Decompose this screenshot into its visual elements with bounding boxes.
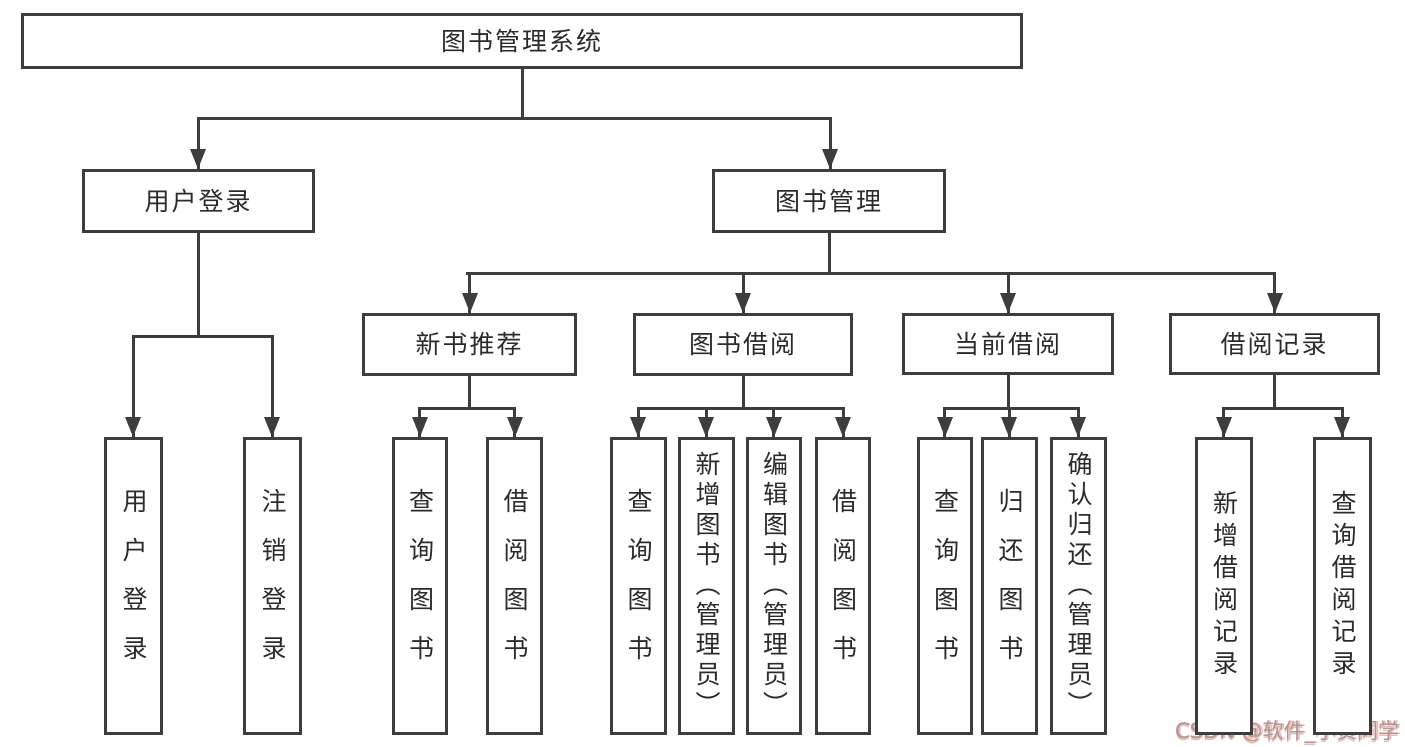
connector-line [742,376,745,407]
arrowhead-down-icon [735,293,751,313]
arrowhead-down-icon [1267,293,1283,313]
arrowhead-down-icon [462,293,478,313]
leaf-return-book-label: 归还图书 [995,488,1024,684]
arrowhead-down-icon [412,417,428,437]
arrowhead-down-icon [698,417,714,437]
leaf-borrow-book-label: 借阅图书 [828,488,858,684]
node-user-login-label: 用户登录 [144,186,253,216]
arrowhead-down-icon [835,417,851,437]
node-library-management-system-label: 图书管理系统 [440,26,603,56]
leaf-query-borrow-record: 查询借阅记录 [1313,437,1372,735]
node-borrow-records-label: 借阅记录 [1220,329,1329,359]
node-new-book-recommend-label: 新书推荐 [415,330,524,359]
arrowhead-down-icon [507,417,523,437]
node-library-management-system: 图书管理系统 [21,13,1023,69]
leaf-return-book: 归还图书 [981,437,1038,735]
arrowhead-down-icon [1001,417,1017,437]
connector-line [1273,374,1276,407]
leaf-user-login-label: 用户登录 [119,488,148,684]
arrowhead-down-icon [1000,293,1016,313]
leaf-query-book-borrow: 查询图书 [610,437,667,735]
connector-line [418,407,516,410]
connector-line [197,117,832,120]
arrowhead-down-icon [1334,417,1350,437]
arrowhead-down-icon [190,149,206,169]
connector-line [132,335,135,437]
node-book-borrow: 图书借阅 [633,313,853,376]
arrowhead-down-icon [766,417,782,437]
leaf-query-book-recommend: 查询图书 [392,437,448,735]
arrowhead-down-icon [937,417,953,437]
leaf-logout-login: 注销登录 [243,437,302,735]
leaf-query-book-borrow-label: 查询图书 [624,488,653,684]
node-book-management-label: 图书管理 [774,186,883,216]
connector-line [742,272,745,313]
connector-line [1222,407,1343,410]
connector-line [468,376,471,407]
connector-line [1007,272,1010,313]
arrowhead-down-icon [630,417,646,437]
leaf-add-book-admin-label: 新增图书（管理员） [692,451,721,721]
leaf-query-book-current: 查询图书 [917,437,973,735]
leaf-edit-book-admin: 编辑图书（管理员） [746,437,802,735]
leaf-borrow-book-recommend: 借阅图书 [486,437,543,735]
arrowhead-down-icon [125,417,141,437]
connector-line [132,335,274,338]
node-book-borrow-label: 图书借阅 [688,330,797,359]
connector-line [637,407,845,410]
leaf-add-borrow-record-label: 新增借阅记录 [1209,490,1239,682]
connector-line [468,272,471,313]
connector-line [466,272,1276,275]
connector-line [1273,272,1276,313]
leaf-logout-login-label: 注销登录 [258,488,287,684]
node-book-management: 图书管理 [712,169,946,233]
arrowhead-down-icon [822,149,838,169]
connector-line [1007,374,1010,407]
arrowhead-down-icon [1070,417,1086,437]
leaf-query-book-recommend-label: 查询图书 [405,488,435,684]
node-current-borrow-label: 当前借阅 [953,329,1062,359]
node-new-book-recommend: 新书推荐 [362,313,577,376]
leaf-add-book-admin: 新增图书（管理员） [678,437,735,735]
arrowhead-down-icon [264,417,280,437]
leaf-confirm-return-admin: 确认归还（管理员） [1050,437,1107,735]
connector-line [829,117,832,169]
node-current-borrow: 当前借阅 [902,313,1114,375]
node-borrow-records: 借阅记录 [1169,313,1380,375]
leaf-borrow-book: 借阅图书 [815,437,871,735]
leaf-query-book-current-label: 查询图书 [930,488,960,684]
connector-line [197,233,200,335]
leaf-borrow-book-recommend-label: 借阅图书 [500,488,529,684]
connector-line [271,335,274,437]
leaf-query-borrow-record-label: 查询借阅记录 [1328,490,1357,682]
connector-line [197,117,200,169]
leaf-user-login: 用户登录 [104,437,163,735]
leaf-edit-book-admin-label: 编辑图书（管理员） [759,451,789,721]
leaf-confirm-return-admin-label: 确认归还（管理员） [1064,451,1093,721]
arrowhead-down-icon [1216,417,1232,437]
connector-line [828,233,831,272]
leaf-add-borrow-record: 新增借阅记录 [1195,437,1253,735]
connector-line [943,407,1080,410]
node-user-login: 用户登录 [82,169,315,233]
connector-line [521,69,524,117]
